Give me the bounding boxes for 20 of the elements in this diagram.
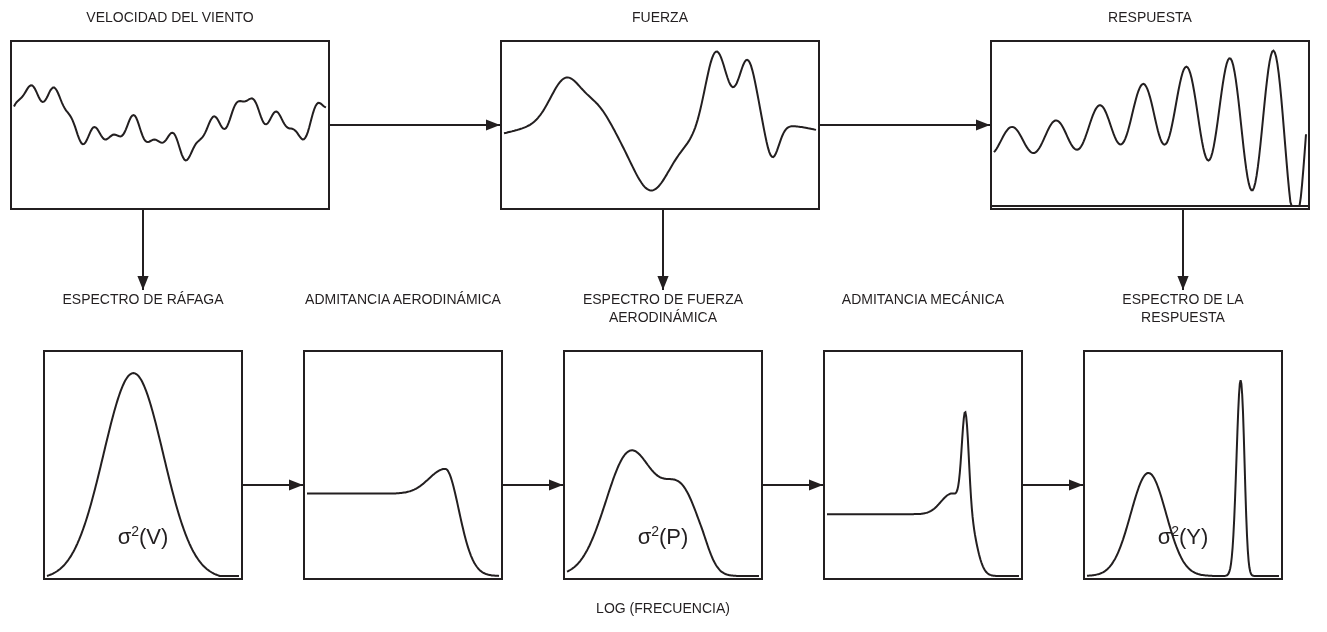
formula-label: σ$^{2}$(V): [116, 522, 170, 550]
arrow: [137, 209, 149, 291]
arrow: [1022, 479, 1084, 491]
arrow: [329, 119, 501, 131]
arrow: [1177, 209, 1189, 291]
plot-heading: ADMITANCIA MECÁNICA: [840, 290, 1006, 308]
arrow: [762, 479, 824, 491]
arrow: [819, 119, 991, 131]
plot-heading: ESPECTRO DE LA RESPUESTA: [1121, 290, 1245, 326]
plot-heading: ESPECTRO DE FUERZA AERODINÁMICA: [581, 290, 745, 326]
plot-heading: RESPUESTA: [1107, 8, 1193, 26]
axis-label: LOG (FRECUENCIA): [596, 600, 730, 616]
plot-heading: VELOCIDAD DEL VIENTO: [85, 8, 255, 26]
plot-heading: ESPECTRO DE RÁFAGA: [61, 290, 225, 308]
formula-label: σ$^{2}$(P): [636, 522, 690, 550]
arrow: [242, 479, 304, 491]
arrow: [657, 209, 669, 291]
arrow: [502, 479, 564, 491]
plot-heading: ADMITANCIA AERODINÁMICA: [304, 290, 502, 308]
plot-heading: FUERZA: [631, 8, 689, 26]
